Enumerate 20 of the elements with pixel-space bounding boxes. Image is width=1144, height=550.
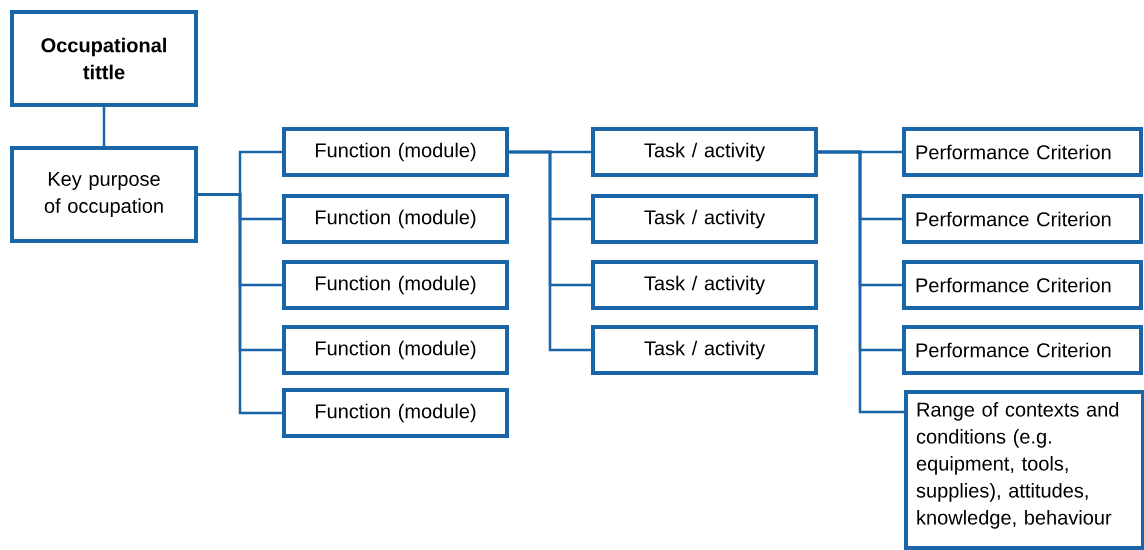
text-box: Function (module) <box>282 325 509 375</box>
text-box: Range of contexts and conditions (e.g. equipment, tools, supplies), attitudes, knowledge, behaviour <box>904 390 1144 550</box>
text-box: Key purpose of occupation <box>10 146 198 243</box>
text-box: Performance Criterion <box>902 127 1143 177</box>
text-box: Function (module) <box>282 260 509 310</box>
connector-line <box>509 150 591 352</box>
text-box: Task / activity <box>591 127 818 177</box>
text-box: Task / activity <box>591 194 818 244</box>
connector-line <box>198 193 282 415</box>
text-box: Performance Criterion <box>902 260 1143 310</box>
text-box: Function (module) <box>282 127 509 177</box>
text-box: Function (module) <box>282 388 509 438</box>
connector-line <box>102 107 106 146</box>
connector-line <box>818 150 904 414</box>
text-box: Performance Criterion <box>902 194 1143 244</box>
text-box: Occupational tittle <box>10 10 198 107</box>
text-box: Function (module) <box>282 194 509 244</box>
text-box: Task / activity <box>591 325 818 375</box>
text-box: Performance Criterion <box>902 325 1143 375</box>
text-box: Task / activity <box>591 260 818 310</box>
